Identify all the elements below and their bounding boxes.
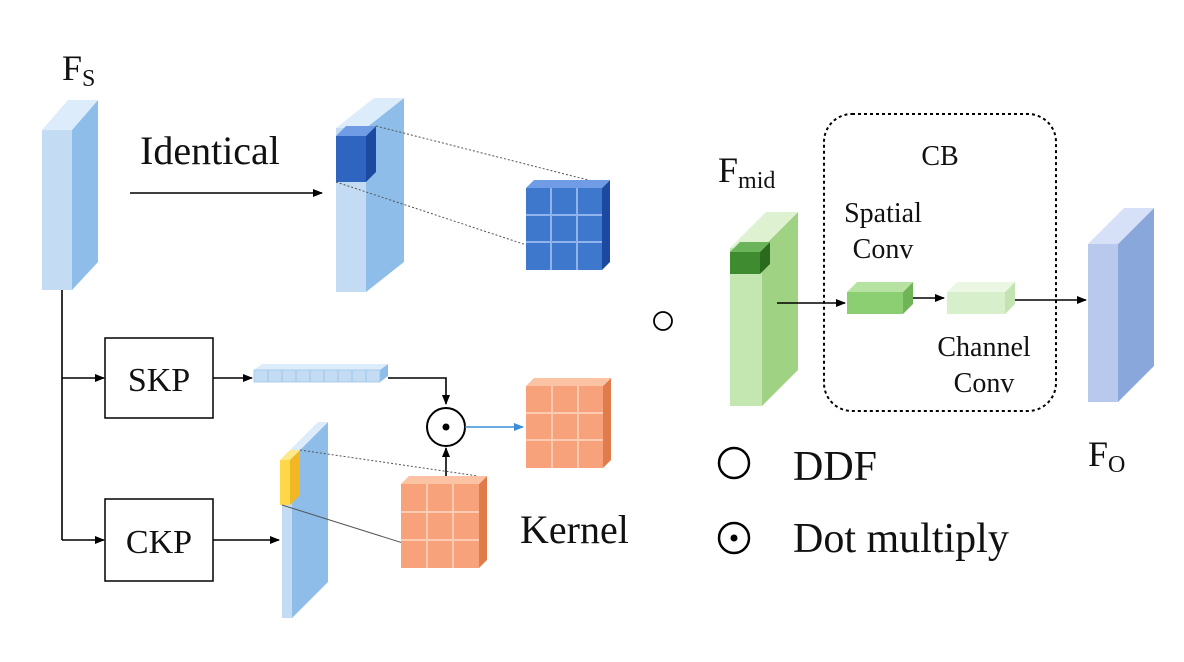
- vector-to-dot-arrow: [388, 377, 450, 405]
- fo-label: FO: [1088, 434, 1125, 478]
- ckp-label: CKP: [126, 524, 192, 561]
- legend-dot-center: [730, 534, 738, 542]
- identical-feature-map: [336, 98, 404, 292]
- fmid-label: Fmid: [718, 150, 775, 194]
- dot-multiply-node: [426, 407, 466, 447]
- identical-projection-top: [375, 125, 597, 183]
- spatial-kernel-vector: [253, 364, 388, 383]
- blue-kernel-cube: [526, 180, 610, 270]
- cb-label: CB: [921, 141, 958, 172]
- legend-ddf-label: DDF: [793, 444, 877, 490]
- fs-label: FS: [62, 48, 95, 92]
- orange-kernel-cube: [401, 476, 487, 568]
- legend-dot-label: Dot multiply: [793, 516, 1009, 562]
- skp-block: SKP: [104, 337, 214, 419]
- kernel-label: Kernel: [520, 507, 629, 552]
- ckp-projection-top: [299, 449, 479, 477]
- spatial-conv-label-line1: Spatial: [844, 198, 922, 229]
- channel-kernel-slab: [280, 422, 328, 618]
- ddf-operator-symbol: [653, 311, 673, 331]
- orange-output-cube: [526, 378, 611, 468]
- fo-feature-map: [1088, 208, 1154, 402]
- channel-conv-label-line1: Channel: [937, 332, 1031, 363]
- spatial-conv-label-line2: Conv: [853, 234, 914, 265]
- legend: DDF Dot multiply: [717, 444, 1009, 562]
- skp-label: SKP: [128, 362, 190, 399]
- channel-conv-block: [947, 282, 1015, 314]
- legend-ddf-symbol: [717, 446, 751, 480]
- ckp-block: CKP: [104, 498, 214, 582]
- channel-conv-label-line2: Conv: [954, 368, 1015, 399]
- fmid-feature-map: [730, 212, 798, 406]
- spatial-conv-block: [847, 282, 913, 314]
- identical-label: Identical: [140, 128, 280, 173]
- fs-feature-map: [42, 100, 98, 290]
- legend-dot-symbol: [717, 521, 751, 555]
